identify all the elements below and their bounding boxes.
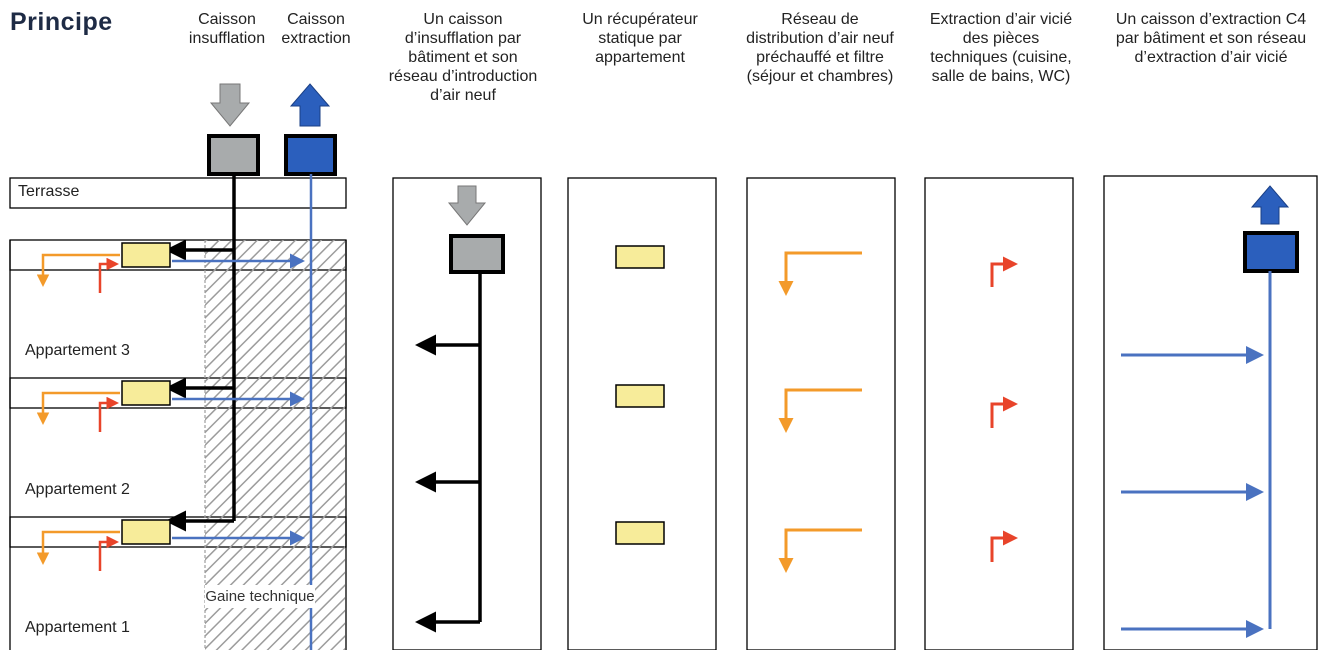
panel-caisson-c4 (1103, 175, 1318, 650)
label-appartement-3: Appartement 3 (25, 342, 130, 359)
terrasse-slab (9, 177, 347, 209)
gaine-technique-shaft (205, 240, 345, 650)
caisson-insufflation-box (449, 234, 505, 274)
label-gaine-technique: Gaine technique (205, 585, 315, 608)
caption-panel-insufflation: Un caisson d’insufflation par bâtiment e… (388, 11, 538, 104)
extract-arrow-up-icon (1250, 185, 1290, 225)
fresh-air-elbow-icon (778, 251, 862, 296)
panel-recuperateur (567, 177, 717, 650)
heat-exchanger-icon (121, 380, 171, 406)
extract-arrow-up-icon (289, 83, 331, 127)
panel-distribution (746, 177, 896, 650)
heat-exchanger-icon (121, 242, 171, 268)
supply-arrow-down-icon (209, 83, 251, 127)
heat-exchanger-icon (615, 245, 665, 269)
apartment-2-ventilation (36, 377, 305, 432)
stale-air-elbow-icon (990, 396, 1018, 428)
caption-panel-extraction-pieces: Extraction d’air vicié des pièces techni… (929, 11, 1073, 85)
panel-insufflation (392, 177, 542, 650)
caption-panel-caisson-c4: Un caisson d’extraction C4 par bâtiment … (1115, 11, 1307, 66)
caption-caisson-insufflation: Caisson insufflation (188, 11, 266, 47)
stale-air-elbow-icon (990, 530, 1018, 562)
apartment-3-ventilation (36, 239, 305, 293)
caption-caisson-extraction: Caisson extraction (281, 11, 351, 47)
fresh-air-elbow-icon (778, 388, 862, 433)
caisson-extraction-box (1243, 231, 1299, 273)
label-appartement-1: Appartement 1 (25, 619, 130, 636)
label-terrasse: Terrasse (18, 183, 80, 200)
apartment-1-ventilation (36, 510, 305, 571)
building-section (9, 83, 347, 650)
label-appartement-2: Appartement 2 (25, 481, 130, 498)
caption-panel-distribution: Réseau de distribution d’air neuf précha… (746, 11, 894, 85)
heat-exchanger-icon (615, 521, 665, 545)
heat-exchanger-icon (615, 384, 665, 408)
stale-air-elbow-icon (990, 256, 1018, 287)
supply-arrow-down-icon (447, 185, 487, 226)
caisson-extraction-box (284, 134, 337, 176)
heat-exchanger-icon (121, 519, 171, 545)
caisson-insufflation-box (207, 134, 260, 176)
fresh-air-elbow-icon (778, 528, 862, 573)
page-title: Principe (10, 8, 113, 36)
panel-extraction-pieces (924, 177, 1074, 650)
caption-panel-recuperateur: Un récupérateur statique par appartement (582, 11, 698, 66)
